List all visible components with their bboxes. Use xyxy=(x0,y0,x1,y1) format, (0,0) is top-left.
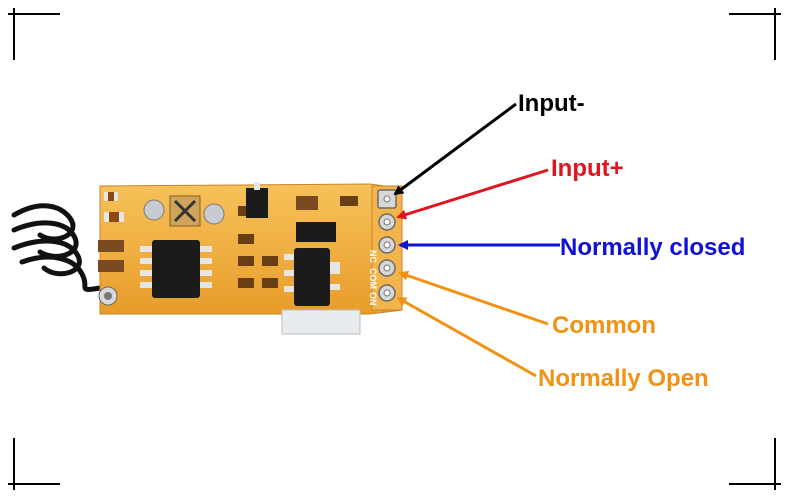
terminal-pads xyxy=(377,189,397,302)
arrow-common xyxy=(398,270,549,326)
arrow-normally-open xyxy=(396,296,537,378)
label-input-plus: Input+ xyxy=(551,155,624,182)
arrow-input-minus xyxy=(393,102,517,196)
label-input-minus: Input- xyxy=(518,90,585,117)
label-normally-closed: Normally closed xyxy=(560,234,745,261)
silkscreen-com: COM xyxy=(368,268,378,289)
frame-corners xyxy=(8,8,781,490)
relay-chip xyxy=(294,248,330,306)
silkscreen-on: ON xyxy=(368,292,378,306)
silkscreen-nc: NC xyxy=(368,250,378,263)
arrow-input-plus xyxy=(396,168,549,220)
label-normally-open: Normally Open xyxy=(538,365,709,392)
pcb-board: NC COM ON xyxy=(98,182,403,335)
label-common: Common xyxy=(552,312,656,339)
antenna-coil xyxy=(11,203,103,292)
main-ic xyxy=(152,240,200,298)
